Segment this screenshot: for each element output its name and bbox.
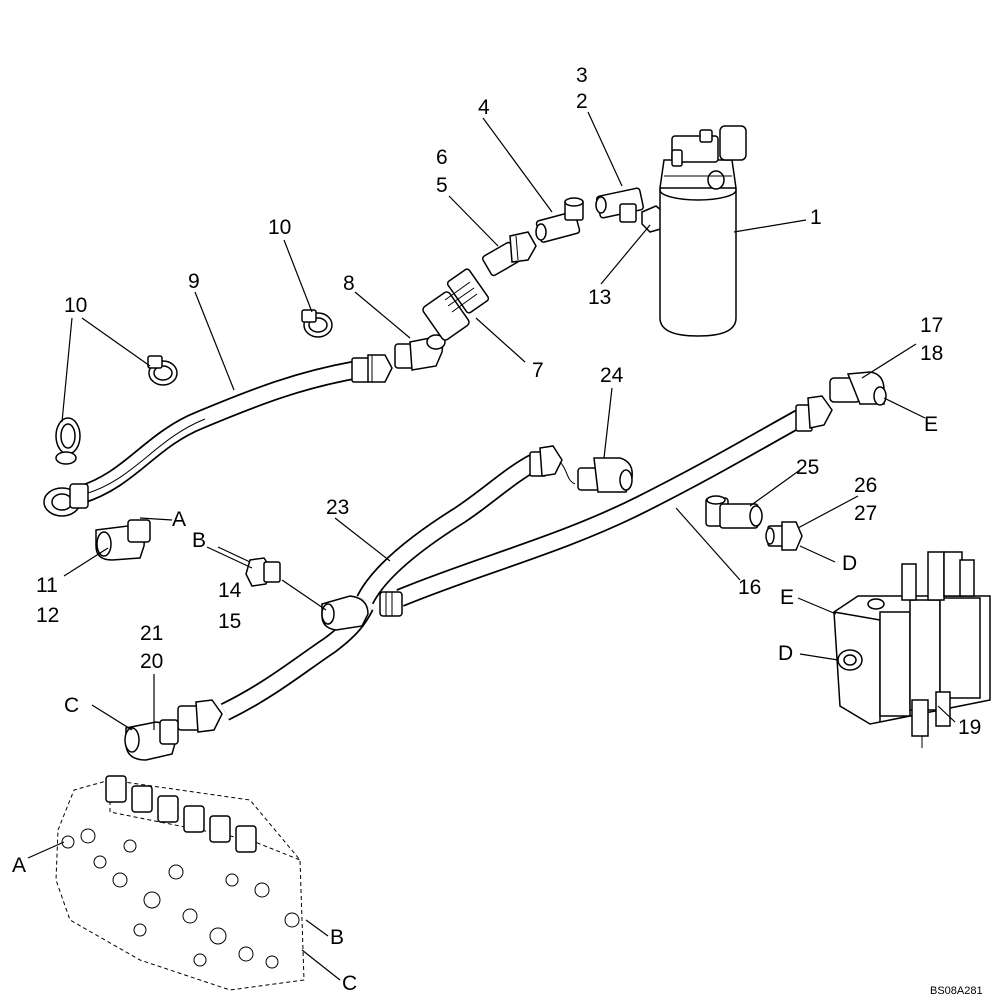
drawing-reference-code: BS08A281 — [930, 985, 983, 997]
elbow-fitting-17-18 — [829, 371, 887, 406]
callout-3: 3 — [576, 64, 588, 87]
tee-fitting-2-3 — [595, 187, 644, 223]
callout-14: 14 — [218, 579, 242, 602]
callout-11: 11 — [36, 574, 58, 597]
callout-7: 7 — [532, 359, 544, 382]
callout-21: 21 — [140, 622, 163, 645]
tee-fitting-25 — [705, 495, 763, 529]
connection-a-fitting: A — [172, 508, 186, 531]
filter-assembly-1 — [659, 125, 747, 337]
adapter-fitting-14-15 — [245, 557, 281, 587]
callout-9: 9 — [188, 270, 200, 293]
callout-12: 12 — [36, 604, 59, 627]
tee-fitting-4 — [535, 197, 584, 243]
connection-e-fitting: E — [924, 413, 938, 436]
adapter-fitting-26-27 — [765, 521, 803, 551]
leader-lines — [27, 111, 956, 981]
callout-20: 20 — [140, 650, 163, 673]
connection-c-fitting: C — [64, 694, 79, 717]
callout-26: 26 — [854, 474, 877, 497]
callout-1: 1 — [810, 206, 822, 229]
adapter-fitting-5-6 — [481, 231, 537, 277]
clamp-10-top — [301, 309, 333, 338]
connection-a-block: A — [12, 854, 26, 877]
callout-labels: 1 3 2 4 6 5 8 7 13 9 10 10 11 12 14 15 2… — [36, 64, 981, 739]
connection-b-fitting: B — [192, 529, 206, 552]
callout-16: 16 — [738, 576, 761, 599]
callout-15: 15 — [218, 610, 241, 633]
callout-13: 13 — [588, 286, 611, 309]
hose-23-end — [529, 445, 576, 485]
hose-16 — [396, 409, 805, 607]
hose-23 — [356, 453, 540, 605]
hose-20-end — [177, 699, 223, 733]
callout-10-left: 10 — [64, 294, 87, 317]
connection-e-valve: E — [780, 586, 794, 609]
elbow-fitting-8 — [394, 334, 446, 371]
hose-9-swivel-end — [43, 483, 89, 517]
connection-d-valve: D — [778, 642, 793, 665]
main-valve-block — [55, 775, 305, 991]
callout-8: 8 — [343, 272, 355, 295]
callout-6: 6 — [436, 146, 448, 169]
clamp-10-left-top — [147, 355, 178, 386]
hose-9-end-crimp — [351, 354, 393, 383]
callout-5: 5 — [436, 174, 448, 197]
elbow-fitting-23-junction — [321, 595, 369, 631]
connection-d-fitting: D — [842, 552, 857, 575]
filter-adapter-7 — [422, 268, 490, 341]
callout-19: 19 — [958, 716, 981, 739]
connection-b-block: B — [330, 926, 344, 949]
callout-18: 18 — [920, 342, 943, 365]
callout-25: 25 — [796, 456, 819, 479]
valve-block-ports — [61, 828, 300, 969]
hose-9 — [76, 360, 357, 505]
hose-junction-collar — [379, 591, 403, 617]
connection-c-block: C — [342, 972, 357, 995]
hose-16-end — [795, 395, 833, 432]
callout-4: 4 — [478, 96, 490, 119]
callout-23: 23 — [326, 496, 349, 519]
callout-17: 17 — [920, 314, 943, 337]
callout-10-top: 10 — [268, 216, 291, 239]
clamp-10-left-bottom — [55, 417, 81, 465]
elbow-fitting-24 — [577, 457, 633, 493]
control-valve-19 — [833, 551, 991, 748]
callout-2: 2 — [576, 90, 588, 113]
valve-block-spools — [105, 775, 257, 853]
elbow-fitting-11-12 — [95, 519, 151, 561]
callout-27: 27 — [854, 502, 877, 525]
connection-labels: A B C D E E D A B C — [12, 413, 938, 995]
elbow-fitting-20-21 — [124, 719, 179, 761]
callout-24: 24 — [600, 364, 624, 387]
